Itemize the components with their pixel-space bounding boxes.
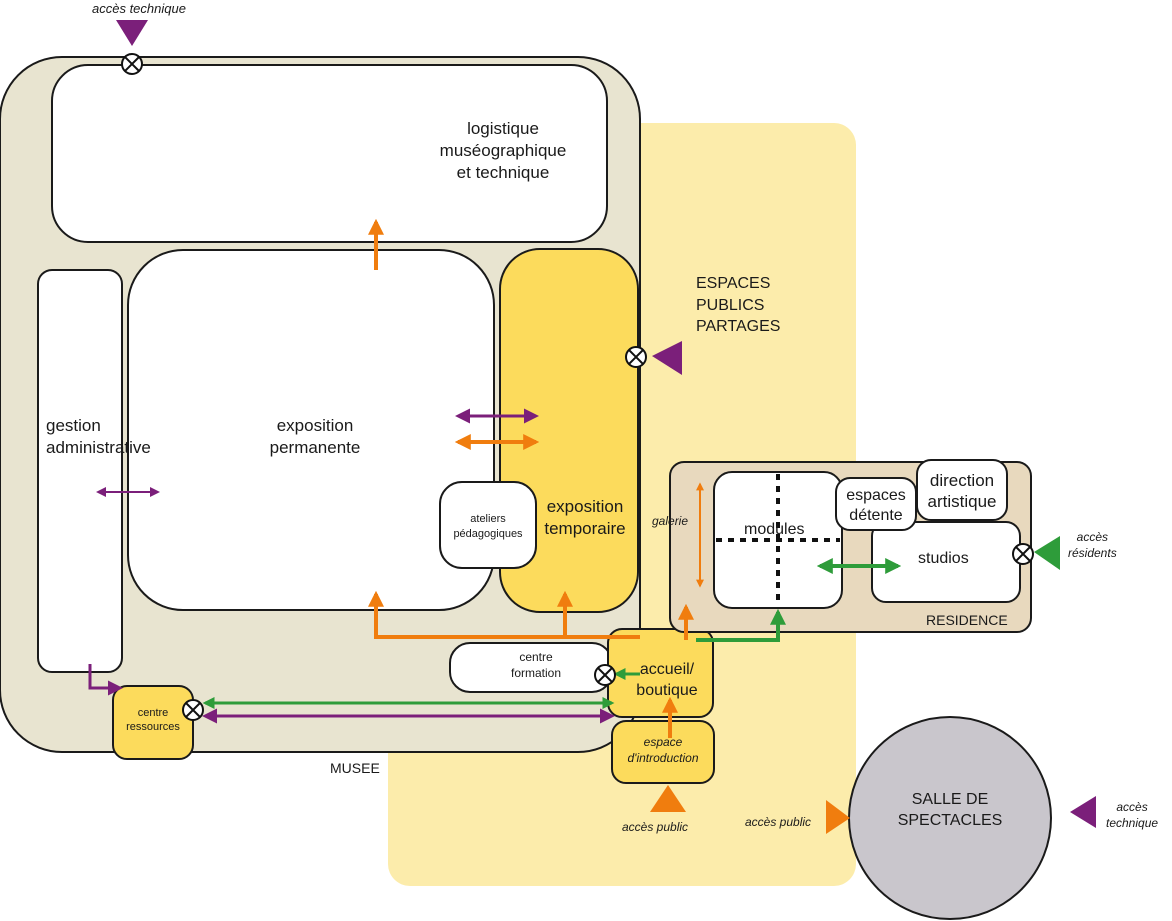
access-public-label: accès public [622, 820, 689, 834]
ateliers-room [439, 481, 537, 569]
espace-intro-room [611, 720, 715, 784]
flow-accueil-to-expos [368, 590, 640, 639]
control-point-top [121, 53, 143, 75]
studios-label: studios [918, 550, 969, 567]
logistique-room [51, 64, 608, 243]
access-tech-top-label: accès technique [92, 1, 186, 16]
control-point-residents [1012, 543, 1034, 565]
access-residents-triangle [1034, 536, 1060, 570]
control-point-expo [625, 346, 647, 368]
access-expo-side-triangle [652, 341, 682, 375]
control-point-formation [594, 664, 616, 686]
direction-room [916, 459, 1008, 521]
access-public-triangle [650, 785, 686, 812]
modules-label: modules [744, 521, 805, 538]
access-public-salle-label: accès public [745, 815, 812, 829]
gestion-room [37, 269, 123, 673]
residence-title: RESIDENCE [926, 612, 1008, 628]
centre-ressources-room [112, 685, 194, 760]
galerie-label: galerie [652, 514, 689, 528]
flow-residence-link [696, 608, 786, 642]
access-public-salle-triangle [826, 800, 850, 834]
expo-permanente-room [127, 249, 495, 611]
control-point-ressources [182, 699, 204, 721]
access-tech-top-triangle [116, 20, 148, 46]
access-tech-right-triangle [1070, 796, 1096, 828]
accueil-label: accueil/boutique [636, 661, 698, 699]
flow-gestion-to-ressources [88, 664, 123, 696]
musee-title: MUSEE [330, 760, 380, 776]
